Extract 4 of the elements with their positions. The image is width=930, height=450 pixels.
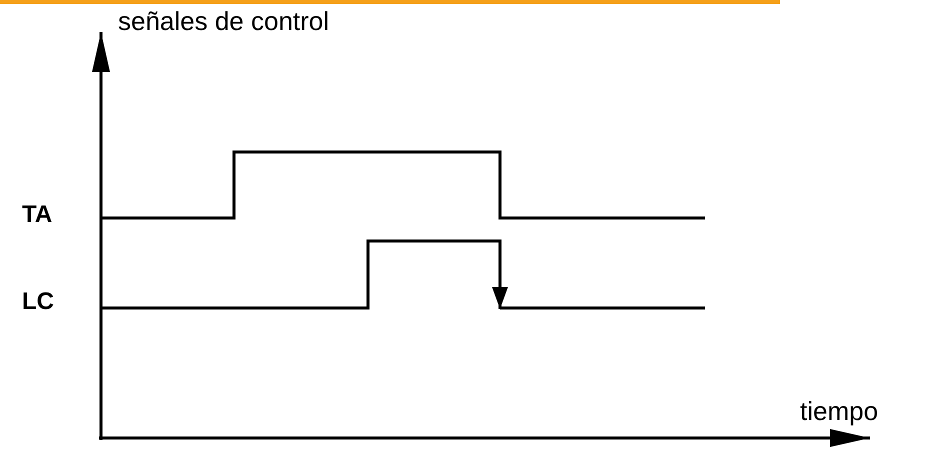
signal-name: TA [22,203,52,227]
signal-name: LC [22,290,54,314]
axis-label: tiempo [800,398,878,424]
axis-label: señales de control [118,8,330,34]
